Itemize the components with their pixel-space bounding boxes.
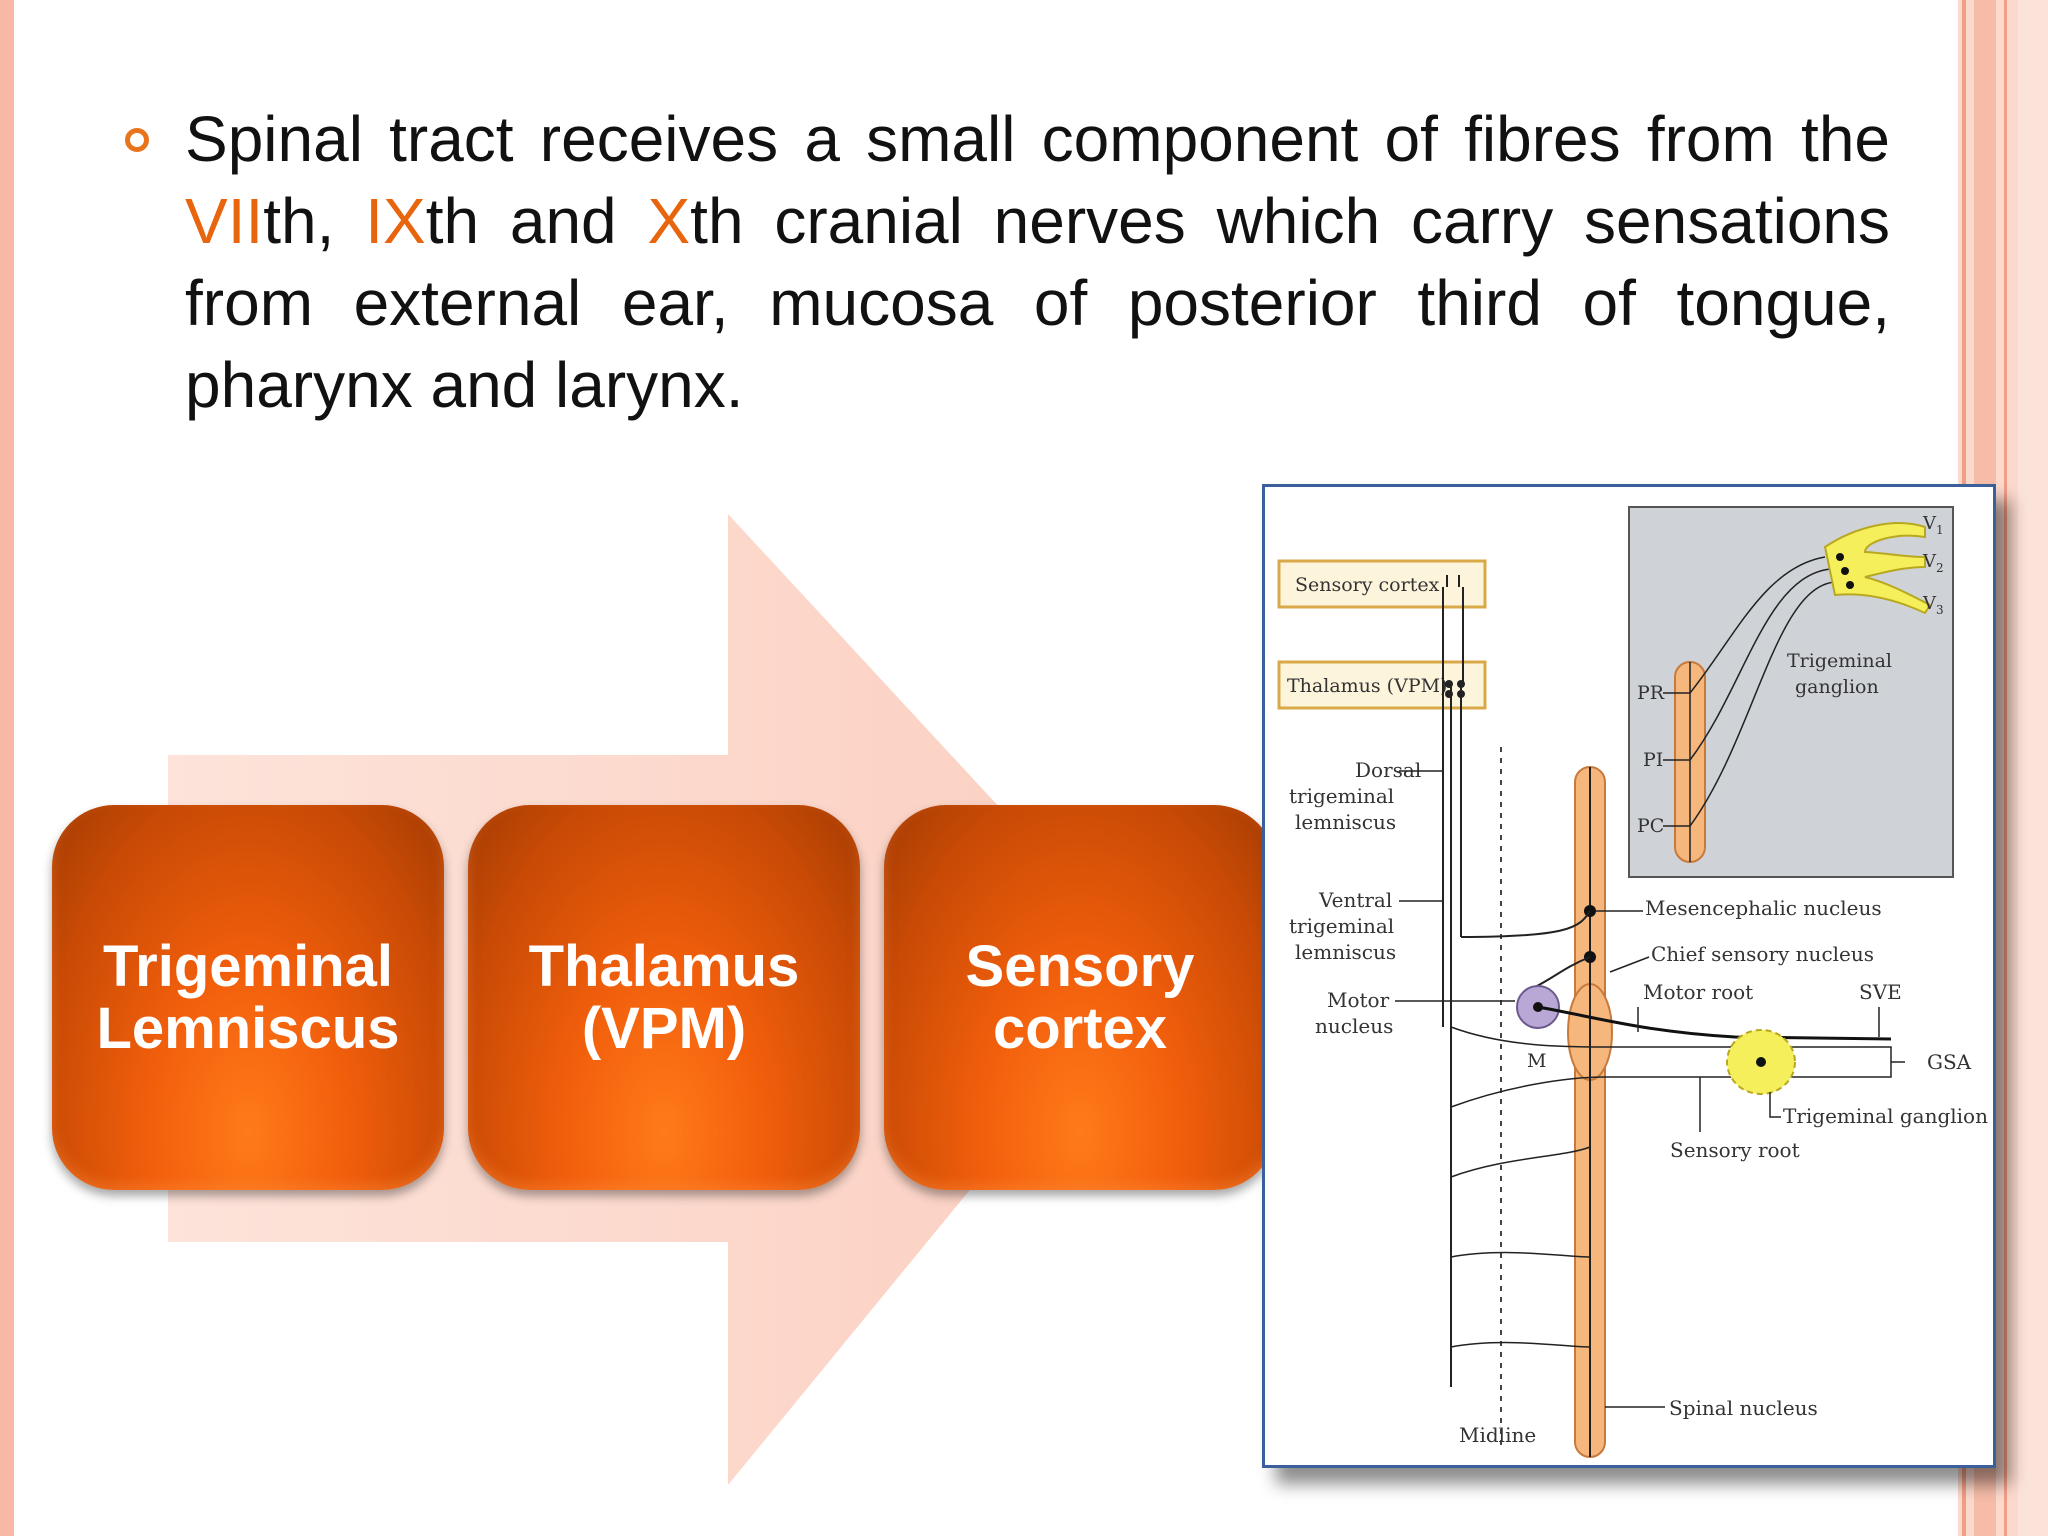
text-run: th,	[263, 185, 366, 257]
label-dorsal-2: trigeminal	[1289, 784, 1394, 808]
highlight-ix: IX	[365, 185, 426, 257]
label-pc: PC	[1637, 815, 1664, 837]
label-chief: Chief sensory nucleus	[1651, 942, 1874, 966]
trigeminal-diagram: Sensory cortex Thalamus (VPM) Midline Do…	[1277, 506, 1988, 1458]
label-m: M	[1527, 1050, 1546, 1072]
label-sensory-cortex: Sensory cortex	[1295, 574, 1440, 596]
svg-text:V2: V2	[1922, 551, 1944, 575]
box-label-line1: Trigeminal	[102, 933, 394, 999]
label-trigeminal-ganglion: Trigeminal ganglion	[1783, 1104, 1988, 1128]
label-pi: PI	[1643, 749, 1663, 771]
label-v3-sub: 3	[1936, 603, 1944, 617]
label-v2: V	[1922, 551, 1937, 572]
label-ventral-2: trigeminal	[1289, 914, 1394, 938]
label-inset-ganglion-2: ganglion	[1795, 676, 1879, 698]
box-label-line1: Thalamus	[528, 933, 800, 999]
trigeminal-pathway-figure: Sensory cortex Thalamus (VPM) Midline Do…	[1262, 484, 1996, 1468]
label-dorsal-3: lemniscus	[1295, 810, 1396, 834]
box-label-line1: Sensory	[965, 933, 1195, 999]
box-label-line2: cortex	[992, 995, 1168, 1061]
label-pr: PR	[1637, 682, 1665, 704]
highlight-vii: VII	[185, 185, 264, 257]
label-motor-2: nucleus	[1315, 1014, 1393, 1038]
box-label-line2: (VPM)	[581, 995, 747, 1061]
inset-ganglion	[1823, 522, 1932, 615]
text-run: Spinal tract receives a small component …	[185, 103, 1890, 175]
box-label-line2: Lemniscus	[96, 995, 400, 1061]
label-motor-1: Motor	[1327, 988, 1390, 1012]
label-v1: V	[1922, 513, 1937, 534]
label-ventral-1: Ventral	[1318, 888, 1392, 912]
text-run: th and	[425, 185, 648, 257]
sensory-cortex-box	[1277, 559, 1487, 609]
label-midline: Midline	[1459, 1423, 1536, 1447]
box-thalamus-vpm: Thalamus(VPM)	[468, 805, 860, 1190]
svg-text:V1: V1	[1922, 513, 1944, 537]
label-sensory-root: Sensory root	[1670, 1138, 1800, 1162]
label-gsa: GSA	[1927, 1050, 1972, 1074]
left-border-stripe	[0, 0, 14, 1536]
label-v2-sub: 2	[1936, 561, 1944, 575]
label-inset-ganglion-1: Trigeminal	[1787, 650, 1892, 672]
highlight-x: X	[647, 185, 691, 257]
bullet-icon	[125, 128, 149, 152]
label-sve: SVE	[1859, 980, 1902, 1004]
label-v1-sub: 1	[1936, 523, 1944, 537]
label-dorsal-1: Dorsal	[1355, 758, 1421, 782]
label-mesencephalic: Mesencephalic nucleus	[1645, 896, 1882, 920]
bullet-paragraph: Spinal tract receives a small component …	[185, 98, 1890, 426]
text-run: th cranial nerves which carry sensations…	[185, 185, 1891, 421]
svg-text:V3: V3	[1922, 593, 1944, 617]
label-thalamus: Thalamus (VPM)	[1287, 675, 1447, 697]
label-ventral-3: lemniscus	[1295, 940, 1396, 964]
label-spinal-nucleus: Spinal nucleus	[1669, 1396, 1818, 1420]
label-v3: V	[1922, 593, 1937, 614]
label-motor-root: Motor root	[1643, 980, 1753, 1004]
